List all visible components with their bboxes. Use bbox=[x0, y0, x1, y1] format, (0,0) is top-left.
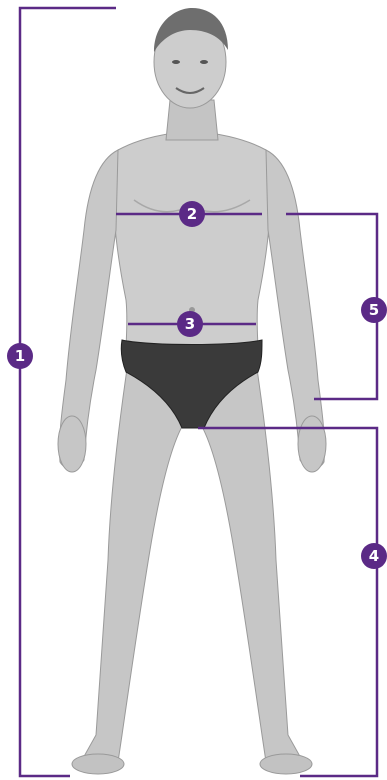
left-hand bbox=[58, 416, 86, 472]
badge-height: 1 bbox=[7, 343, 33, 369]
badge-arm-label: 5 bbox=[369, 301, 379, 319]
badge-arm: 5 bbox=[361, 297, 387, 323]
badge-waist-label: 3 bbox=[185, 315, 195, 333]
left-eye bbox=[172, 60, 180, 64]
right-eye bbox=[200, 60, 208, 64]
badge-chest: 2 bbox=[179, 201, 205, 227]
badge-inseam-label: 4 bbox=[369, 547, 379, 565]
left-leg bbox=[82, 362, 186, 762]
badge-inseam: 4 bbox=[361, 543, 387, 569]
right-hand bbox=[298, 416, 326, 472]
man-figure bbox=[58, 8, 326, 774]
badge-height-label: 1 bbox=[15, 347, 25, 365]
right-leg bbox=[198, 362, 302, 762]
right-foot bbox=[260, 754, 312, 774]
badge-chest-label: 2 bbox=[187, 205, 197, 223]
left-foot bbox=[72, 754, 124, 774]
badge-waist: 3 bbox=[177, 311, 203, 337]
